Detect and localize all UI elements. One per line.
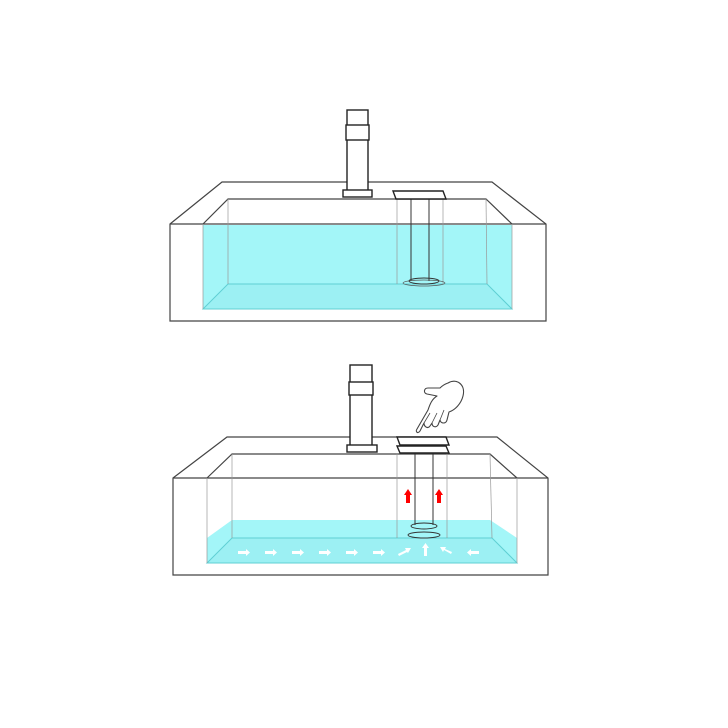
water-surface [207,520,517,538]
flow-arrow-icon [238,543,479,556]
pop-up-drain-icon [395,436,451,539]
faucet-icon [346,364,378,453]
sink-open [172,364,549,576]
up-arrow-icon [404,489,443,503]
sink-closed [169,109,547,322]
water-floor [201,283,514,310]
faucet-icon [342,109,373,198]
pop-up-drain-icon [391,190,448,287]
pointing-hand-icon [415,380,465,434]
